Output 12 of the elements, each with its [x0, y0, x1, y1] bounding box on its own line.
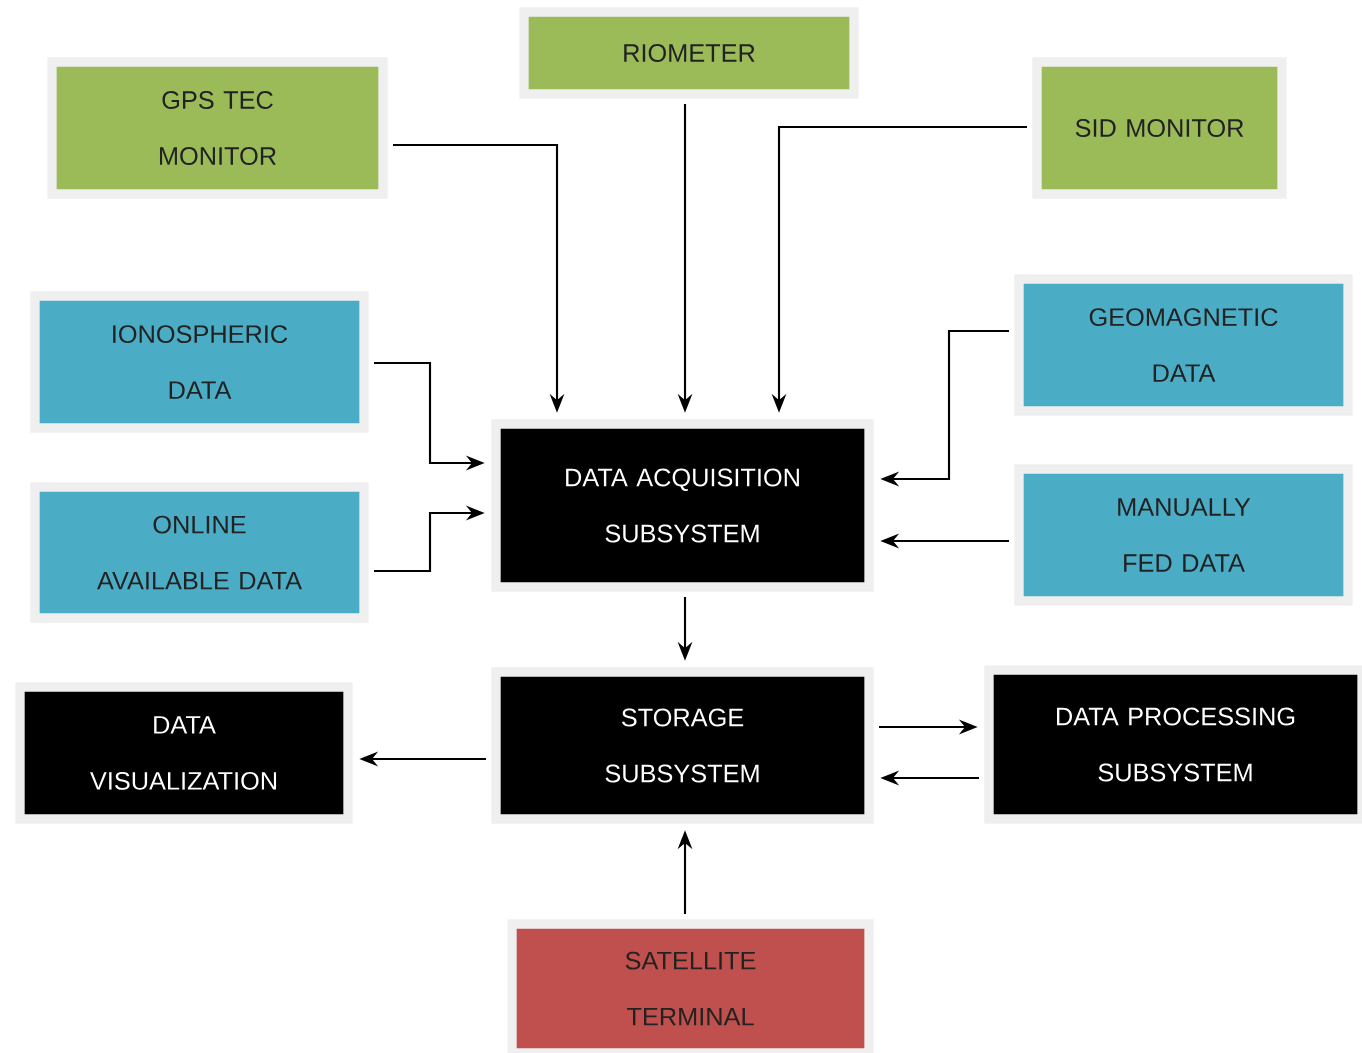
data-source-box: ONLINE AVAILABLE DATA — [30, 482, 369, 623]
subsystem-box: DATA PROCESSING SUBSYSTEM — [984, 665, 1362, 824]
sensor-box: SID MONITOR — [1032, 57, 1287, 199]
terminal-box: SATELLITE TERMINAL — [507, 919, 874, 1053]
data-source-box: GEOMAGNETIC DATA — [1014, 274, 1353, 416]
sensor-box: GPS TEC MONITOR — [47, 57, 388, 199]
data-source-box: MANUALLY FED DATA — [1014, 464, 1353, 606]
subsystem-box: DATA ACQUISITION SUBSYSTEM — [491, 419, 874, 592]
data-source-box: IONOSPHERIC DATA — [30, 291, 369, 433]
subsystem-box: STORAGE SUBSYSTEM — [491, 667, 874, 824]
subsystem-box: DATA VISUALIZATION — [15, 682, 353, 824]
sensor-box: RIOMETER — [519, 7, 859, 99]
